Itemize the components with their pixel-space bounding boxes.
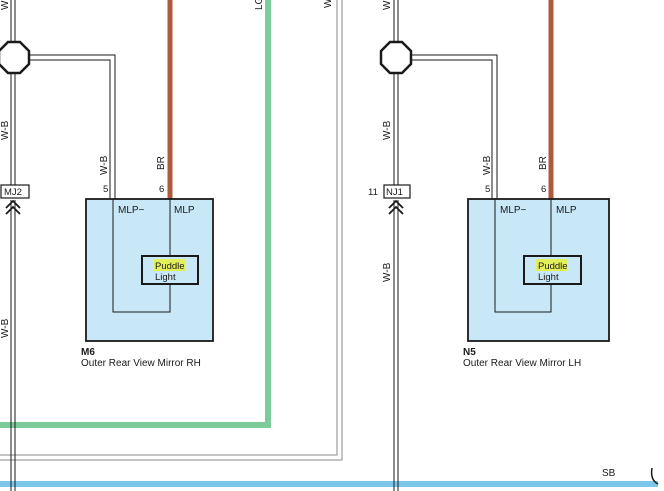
junction-octagon-right — [379, 40, 413, 75]
junction-octagon-left — [0, 40, 31, 75]
component-m6-name: Outer Rear View Mirror RH — [81, 358, 201, 369]
connector-nj1-box — [383, 184, 411, 199]
pin-n5-5: 5 — [485, 184, 490, 195]
left-branch-wire — [25, 54, 116, 199]
connector-mj2-label: MJ2 — [4, 187, 22, 198]
wire-label-w: W — [323, 0, 334, 8]
wire-label-wb-left-upper: W-B — [0, 120, 11, 140]
pin-m6-5: 5 — [103, 184, 108, 195]
pin-n5-6: 6 — [541, 184, 546, 195]
connector-nj1-label: NJ1 — [386, 187, 403, 198]
connector-nj1-pin: 11 — [368, 187, 378, 198]
right-wb-trunk — [393, 0, 399, 491]
part-m6-label-line1: Puddle — [155, 261, 185, 272]
component-n5-name: Outer Rear View Mirror LH — [463, 358, 581, 369]
part-n5-highlight — [536, 259, 567, 271]
m6-internal-wiring — [112, 199, 171, 313]
terminal-m6-mlp: MLP — [174, 205, 195, 216]
terminal-n5-mlp-minus: MLP− — [500, 205, 527, 216]
wire-label-wb-right-upper: W-B — [382, 120, 393, 140]
wire-label-w-left-top: W — [0, 0, 11, 10]
left-wb-trunk-lower — [10, 200, 16, 491]
wire-label-wb-left-branch: W-B — [99, 155, 110, 175]
white-wire-outer — [0, 0, 338, 456]
wire-label-sb: SB — [602, 468, 616, 479]
n5-internal-wiring — [494, 199, 552, 313]
wire-label-wb-left-lower: W-B — [0, 318, 11, 338]
part-m6-highlight — [154, 259, 185, 271]
component-n5-code: N5 — [463, 347, 476, 358]
right-branch-wire — [408, 54, 498, 199]
terminal-n5-mlp: MLP — [556, 205, 577, 216]
blue-wire-bend — [650, 467, 659, 485]
green-wire — [0, 0, 271, 428]
wire-label-br-right: BR — [538, 156, 549, 170]
wire-label-lg: LG — [254, 0, 265, 10]
part-n5-label-line1: Puddle — [538, 261, 568, 272]
connector-nj1-chevron — [388, 199, 404, 215]
terminal-m6-mlp-minus: MLP− — [118, 205, 145, 216]
pin-m6-6: 6 — [159, 184, 164, 195]
connector-mj2-chevron — [5, 199, 21, 215]
part-n5-label-line2: Light — [538, 272, 559, 283]
part-m6-label-line2: Light — [155, 272, 176, 283]
left-wb-trunk — [10, 0, 16, 186]
wire-label-wb-right-branch: W-B — [482, 155, 493, 175]
white-wire-inner — [0, 0, 343, 461]
wire-label-w-right-top: W — [382, 0, 393, 10]
wire-label-wb-right-lower: W-B — [382, 262, 393, 282]
wire-label-br-left: BR — [156, 156, 167, 170]
component-m6-code: M6 — [81, 347, 95, 358]
connector-mj2-box — [0, 184, 30, 199]
